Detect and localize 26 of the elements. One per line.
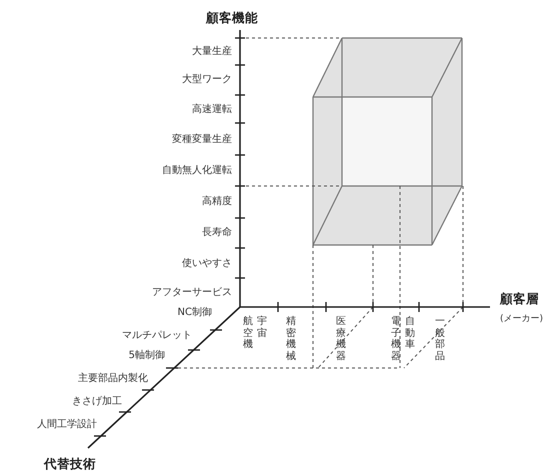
axis-tick-label: 長寿命 (202, 228, 232, 238)
category-label: 精密機械 (286, 316, 296, 362)
axis-tick-label: 高速運転 (192, 105, 232, 115)
axis-tick-label: 主要部品内製化 (78, 374, 148, 384)
axis-subtitle: (メーカー) (500, 315, 544, 324)
axis-tick-label: マルチパレット (122, 331, 192, 341)
axis-title: 顧客層 (500, 293, 539, 306)
axis-tick-label: 大型ワーク (182, 75, 232, 85)
axis-tick-label: 自動無人化運転 (162, 166, 232, 176)
category-label: 電子機器 (391, 316, 401, 362)
category-label: 自動車 (405, 316, 415, 350)
category-label: 医療機器 (336, 316, 346, 362)
axis-tick-label: アフターサービス (152, 288, 232, 298)
axis-tick-label: 人間工学設計 (37, 420, 97, 430)
axis-tick-label: 使いやすさ (182, 259, 232, 269)
axis-tick-label: NC制御 (178, 308, 212, 318)
axis-title: 代替技術 (44, 458, 96, 470)
axis-title: 顧客機能 (206, 12, 258, 24)
axis-tick-label: きさげ加工 (72, 397, 122, 407)
category-label: 一般部品 (435, 316, 445, 362)
category-label: 航空機 (243, 316, 253, 350)
axis-tick-label: 5軸制御 (128, 351, 165, 361)
axis-tick-label: 変種変量生産 (172, 135, 232, 145)
category-label: 宇宙 (257, 316, 267, 339)
axis-tick-label: 大量生産 (192, 47, 232, 57)
axis-tick-label: 高精度 (202, 197, 232, 207)
